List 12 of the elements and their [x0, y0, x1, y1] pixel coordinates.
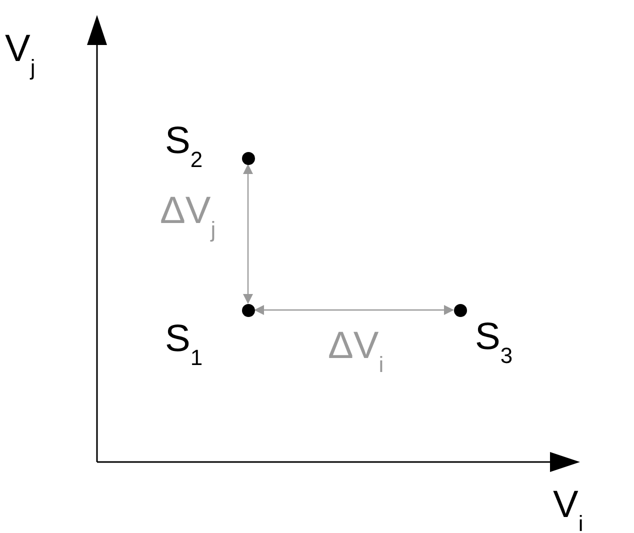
data-point: [242, 152, 254, 164]
axis-label: V$_{j}$: [5, 30, 36, 79]
double-arrow: [254, 305, 454, 315]
data-point: [454, 304, 466, 316]
point-label: S$_{2}$: [165, 122, 203, 171]
edge-label: ΔV$_{i}$: [328, 327, 384, 376]
point-label: S$_{3}$: [475, 318, 513, 367]
double-arrow: [243, 164, 253, 304]
axis-label: V$_{i}$: [553, 486, 584, 533]
edge-label: ΔV$_{j}$: [160, 192, 216, 241]
point-label: S$_{1}$: [165, 320, 203, 369]
data-point: [242, 304, 254, 316]
